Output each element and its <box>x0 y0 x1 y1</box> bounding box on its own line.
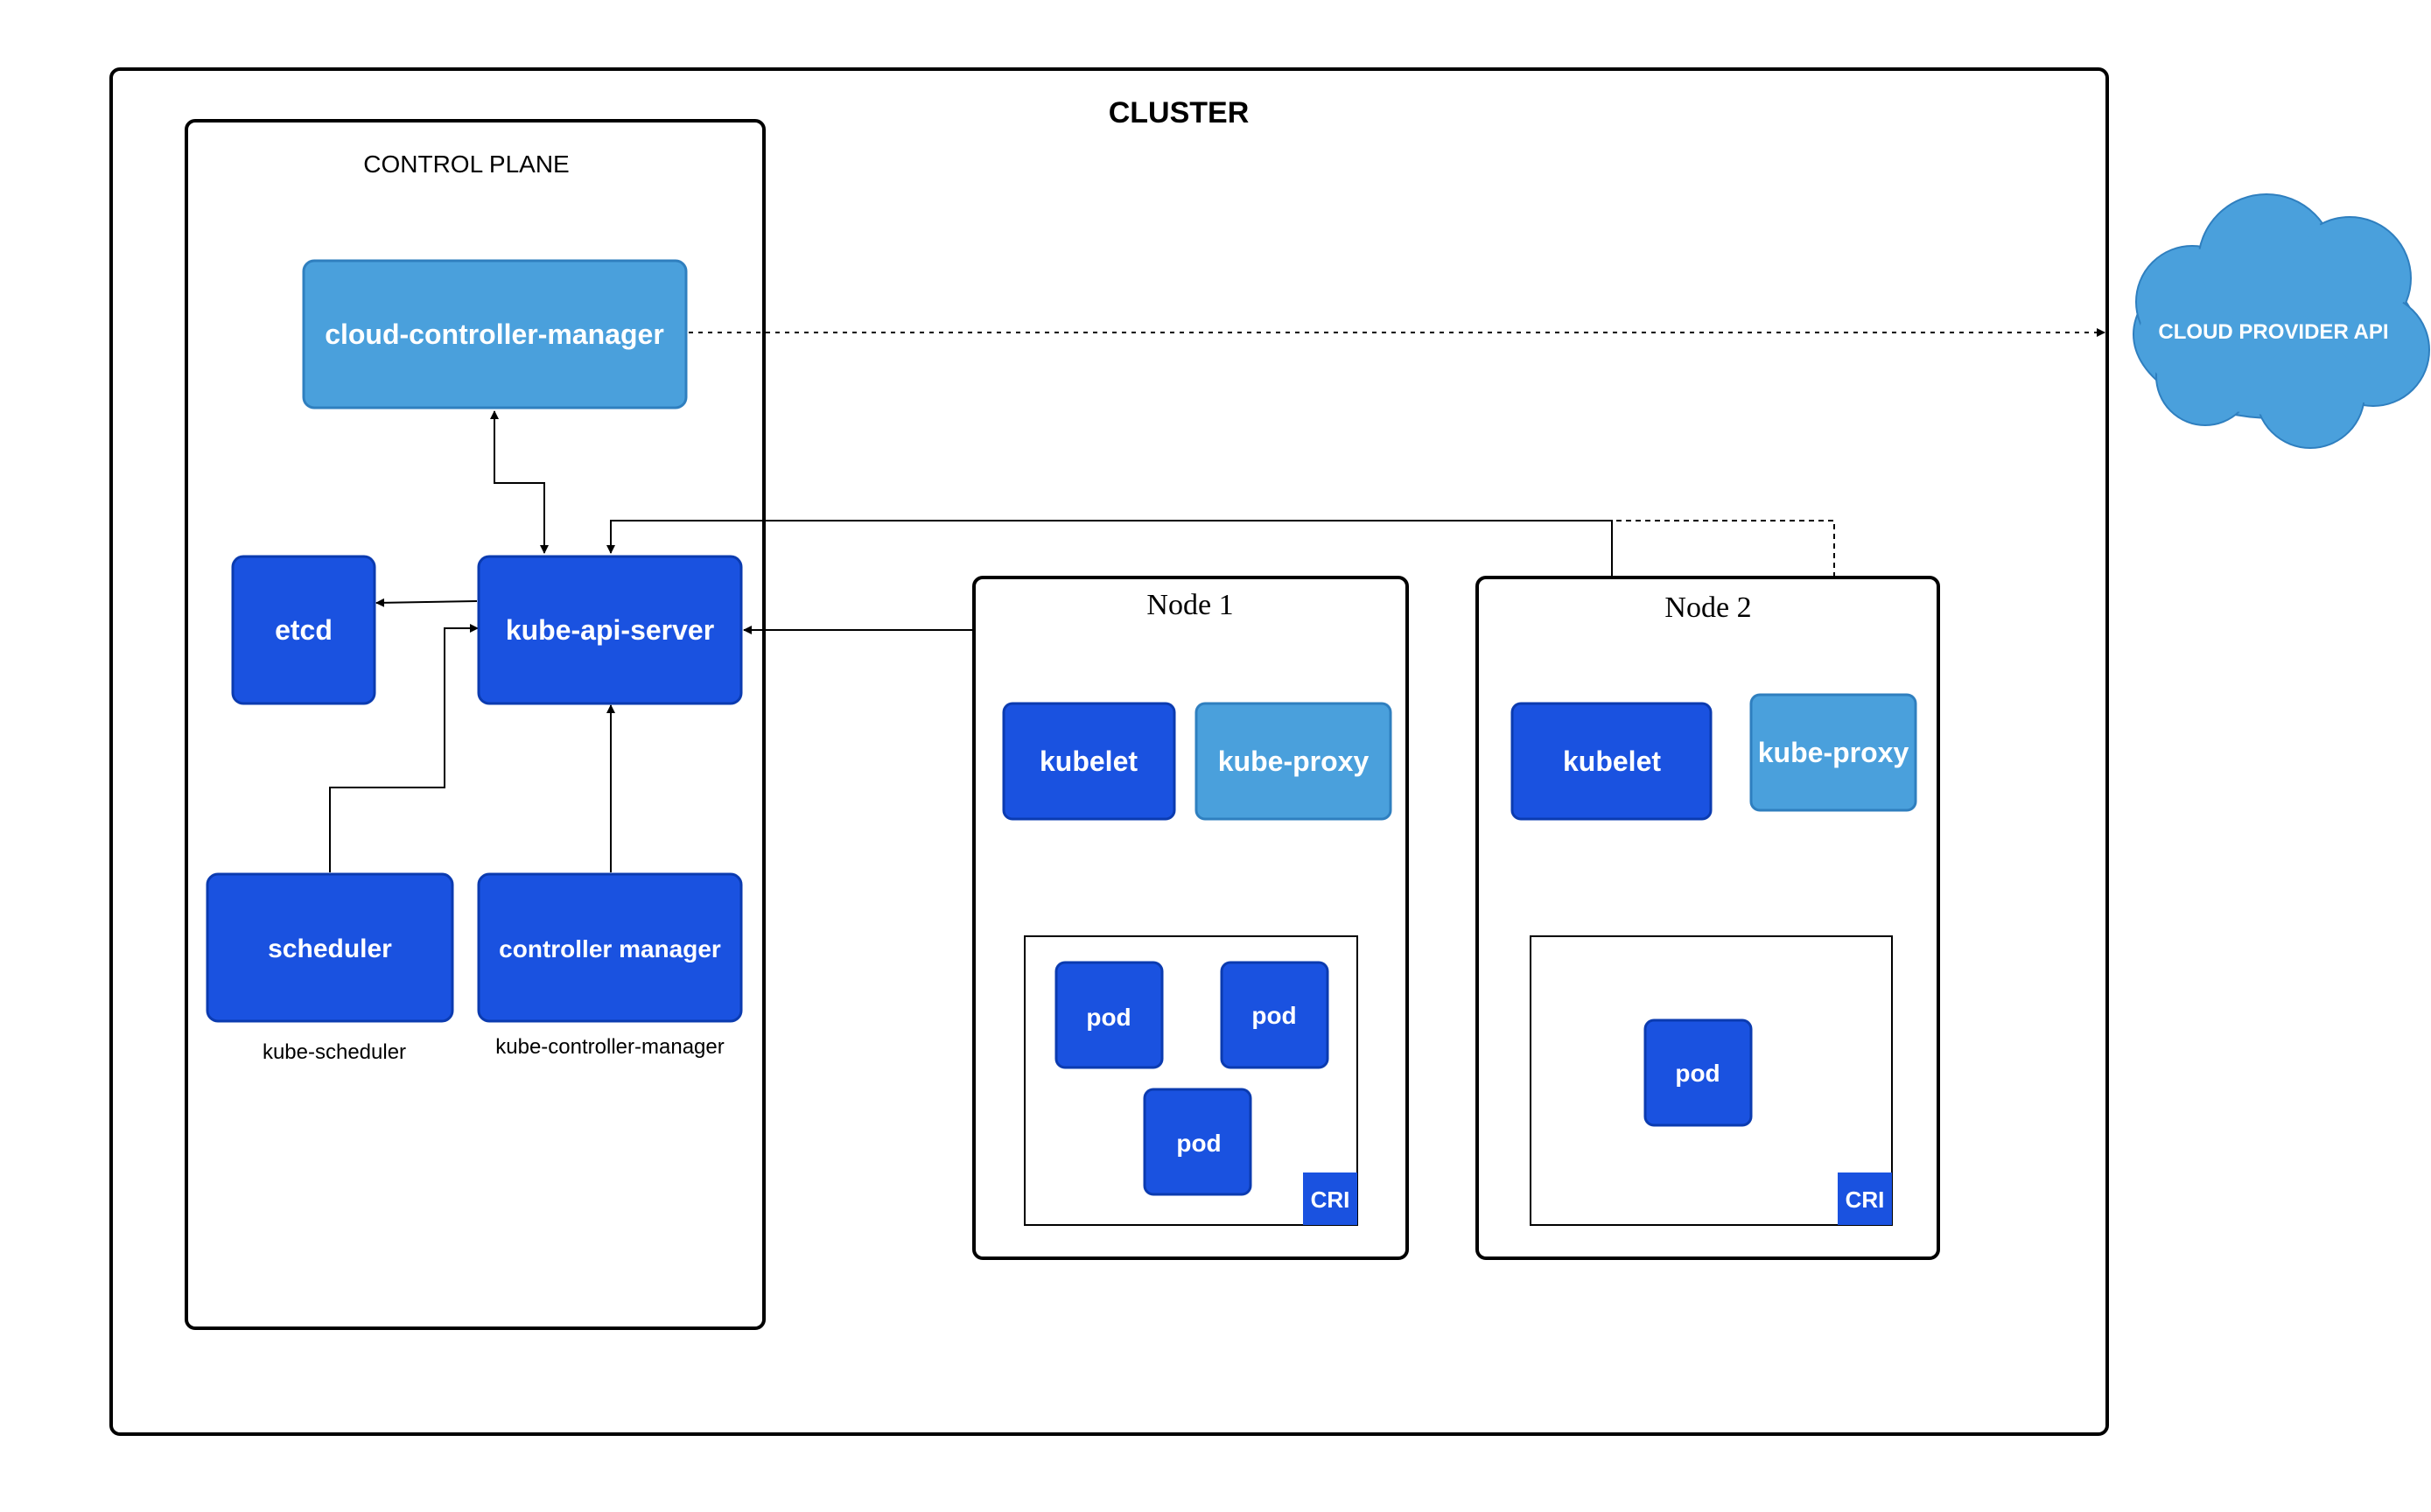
node2-title: Node 2 <box>1664 592 1751 624</box>
node1-container: Node 1 kubelet kube-proxy pod pod pod <box>972 576 1409 1260</box>
etcd-label: etcd <box>275 614 333 646</box>
node2-proxy-api-connector <box>1612 520 1835 693</box>
controller-manager-label: controller manager <box>499 935 721 962</box>
node2-kubelet-label: kubelet <box>1563 746 1661 777</box>
cloud-controller-manager-box: cloud-controller-manager <box>302 259 688 410</box>
scheduler-box: scheduler kube-scheduler <box>206 872 454 1064</box>
node1-title: Node 1 <box>1146 589 1233 621</box>
node2-kube-proxy-label: kube-proxy <box>1758 737 1909 768</box>
cloud-provider-label: CLOUD PROVIDER API <box>2158 320 2388 344</box>
controller-manager-caption: kube-controller-manager <box>495 1035 724 1059</box>
control-plane-title: CONTROL PLANE <box>363 150 569 178</box>
pod: pod <box>1143 1088 1252 1196</box>
pod: pod <box>1643 1018 1753 1127</box>
pod: pod <box>1220 961 1329 1069</box>
node1-kube-proxy-label: kube-proxy <box>1218 746 1370 777</box>
node2-kubelet-box: kubelet <box>1510 702 1713 821</box>
node1-kube-proxy-box: kube-proxy <box>1194 702 1392 821</box>
controller-manager-box: controller manager kube-controller-manag… <box>477 872 743 1059</box>
pod-label: pod <box>1251 1002 1296 1029</box>
node2-cri-container: pod CRI <box>1530 935 1893 1226</box>
cri-badge: CRI <box>1303 1172 1357 1225</box>
cri-label: CRI <box>1311 1186 1350 1213</box>
scheduler-caption: kube-scheduler <box>263 1040 406 1064</box>
kube-api-server-box: kube-api-server <box>477 555 743 705</box>
pod: pod <box>1054 961 1164 1069</box>
node1-kubelet-label: kubelet <box>1040 746 1138 777</box>
cloud-controller-manager-label: cloud-controller-manager <box>325 318 664 350</box>
cloud-provider-api: CLOUD PROVIDER API <box>2133 193 2430 449</box>
node2-kube-proxy-box: kube-proxy <box>1749 693 1917 812</box>
scheduler-label: scheduler <box>268 934 392 963</box>
cri-badge: CRI <box>1838 1172 1892 1225</box>
scheduler-api-connector <box>329 624 479 872</box>
etcd-box: etcd <box>231 555 376 705</box>
ccm-api-connector <box>490 410 549 554</box>
api-etcd-connector <box>375 598 478 607</box>
cluster-title: CLUSTER <box>1109 96 1250 130</box>
pod-label: pod <box>1675 1060 1720 1087</box>
control-plane-container: CONTROL PLANE <box>185 119 766 1330</box>
node1-cri-container: pod pod pod CRI <box>1024 935 1358 1226</box>
kube-api-server-label: kube-api-server <box>506 614 714 646</box>
node1-kubelet-box: kubelet <box>1002 702 1176 821</box>
pod-label: pod <box>1176 1130 1221 1157</box>
node2-container: Node 2 kubelet kube-proxy pod CRI <box>1475 576 1940 1260</box>
cri-label: CRI <box>1846 1186 1885 1213</box>
pod-label: pod <box>1086 1004 1131 1031</box>
